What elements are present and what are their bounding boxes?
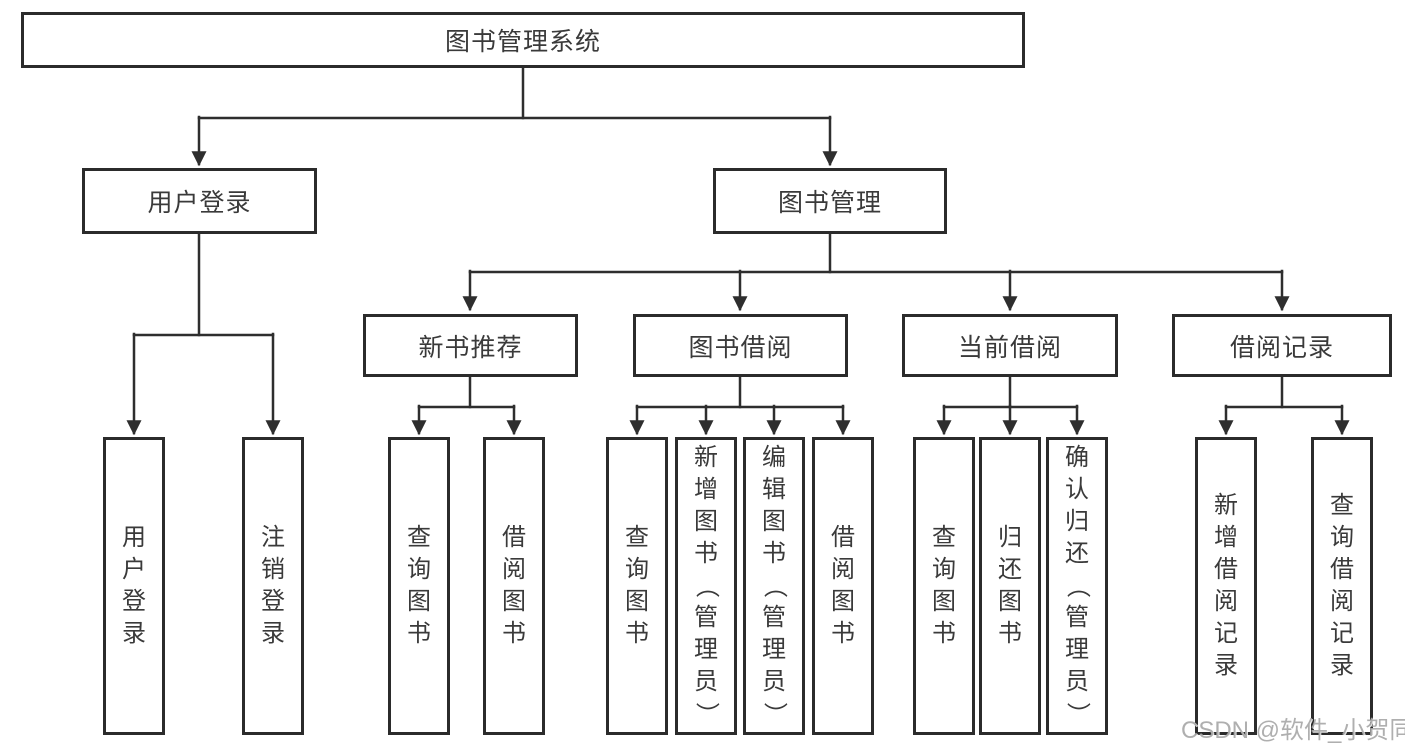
leaf-recommend-borrow-books: 借阅图书: [483, 437, 545, 735]
leaf-logout-login: 注销登录: [242, 437, 304, 735]
node-book-borrow: 图书借阅: [633, 314, 848, 377]
leaf-confirm-return-admin: 确认归还（管理员）: [1046, 437, 1108, 735]
node-book-management-label: 图书管理: [777, 189, 882, 217]
leaf-edit-books-admin: 编辑图书（管理员）: [743, 437, 805, 735]
node-book-management: 图书管理: [713, 168, 947, 234]
leaf-return-books: 归还图书: [979, 437, 1041, 735]
leaf-current-query-books: 查询图书: [913, 437, 975, 735]
node-borrow-records-label: 借阅记录: [1229, 333, 1334, 362]
node-book-borrow-label: 图书借阅: [688, 333, 793, 362]
leaf-add-books-admin: 新增图书（管理员）: [675, 437, 737, 735]
node-borrow-records: 借阅记录: [1172, 314, 1392, 377]
leaf-borrow-query-books: 查询图书: [606, 437, 668, 735]
node-current-borrow: 当前借阅: [902, 314, 1118, 377]
node-new-book-recommend-label: 新书推荐: [418, 333, 523, 362]
node-user-login: 用户登录: [82, 168, 317, 234]
leaf-borrow-books: 借阅图书: [812, 437, 874, 735]
leaf-query-borrow-record: 查询借阅记录: [1311, 437, 1373, 735]
csdn-watermark: CSDN @软件_小贺同学: [1181, 717, 1405, 744]
node-new-book-recommend: 新书推荐: [363, 314, 578, 377]
leaf-add-borrow-record: 新增借阅记录: [1195, 437, 1257, 735]
leaf-recommend-query-books: 查询图书: [388, 437, 450, 735]
leaf-user-login: 用户登录: [103, 437, 165, 735]
node-root-system: 图书管理系统: [21, 12, 1025, 68]
node-current-borrow-label: 当前借阅: [957, 333, 1062, 362]
node-user-login-label: 用户登录: [147, 189, 252, 217]
node-root-system-label: 图书管理系统: [444, 28, 601, 56]
